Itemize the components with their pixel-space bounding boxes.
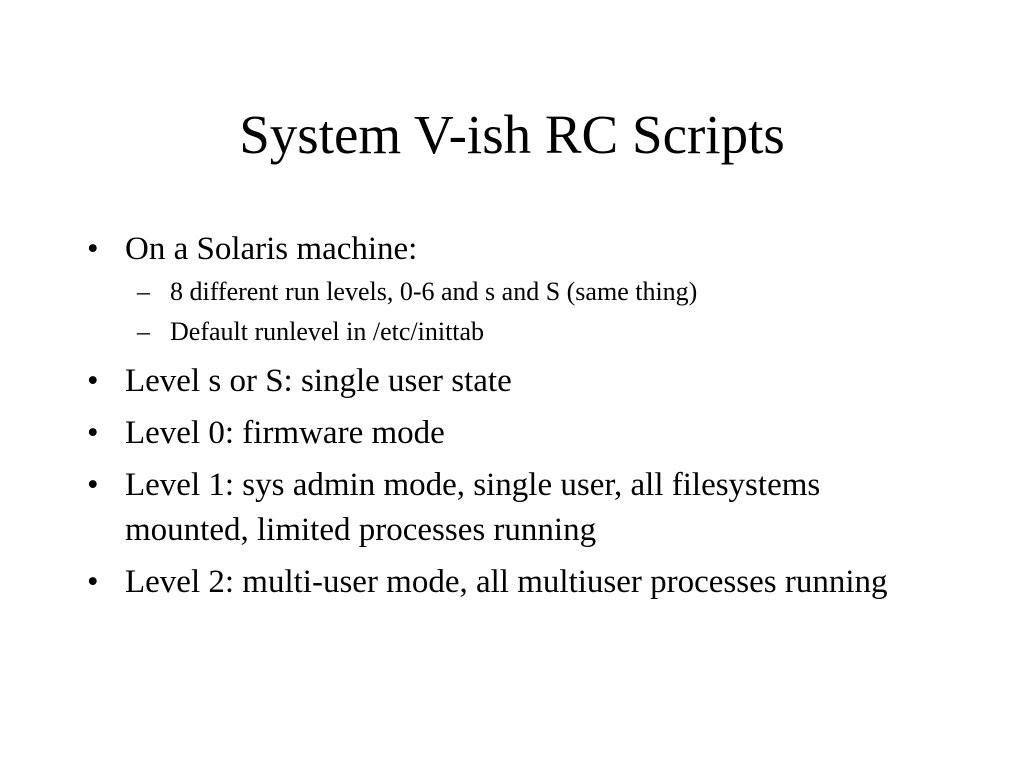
bullet-text: Level s or S: single user state bbox=[125, 363, 512, 399]
bullet-icon: • bbox=[87, 415, 99, 451]
bullet-list: • On a Solaris machine: – 8 different ru… bbox=[87, 227, 927, 605]
dash-icon: – bbox=[137, 277, 150, 306]
bullet-item: • Level s or S: single user state bbox=[87, 359, 927, 404]
bullet-item: • On a Solaris machine: bbox=[87, 227, 927, 272]
bullet-text: Level 2: multi-user mode, all multiuser … bbox=[125, 564, 888, 600]
sub-bullet-item: – 8 different run levels, 0-6 and s and … bbox=[87, 272, 927, 312]
bullet-icon: • bbox=[87, 564, 99, 600]
sub-bullet-text: Default runlevel in /etc/inittab bbox=[170, 317, 485, 346]
sub-bullet-text: 8 different run levels, 0-6 and s and S … bbox=[170, 277, 698, 306]
bullet-item: • Level 1: sys admin mode, single user, … bbox=[87, 463, 927, 553]
bullet-text: On a Solaris machine: bbox=[125, 231, 418, 267]
bullet-item: • Level 2: multi-user mode, all multiuse… bbox=[87, 560, 927, 605]
bullet-icon: • bbox=[87, 231, 99, 267]
bullet-text: Level 1: sys admin mode, single user, al… bbox=[125, 467, 821, 548]
slide-title: System V-ish RC Scripts bbox=[239, 104, 785, 165]
dash-icon: – bbox=[137, 317, 150, 346]
bullet-icon: • bbox=[87, 467, 99, 503]
bullet-icon: • bbox=[87, 363, 99, 399]
sub-bullet-item: – Default runlevel in /etc/inittab bbox=[87, 312, 927, 352]
bullet-item: • Level 0: firmware mode bbox=[87, 411, 927, 456]
bullet-text: Level 0: firmware mode bbox=[125, 415, 445, 451]
